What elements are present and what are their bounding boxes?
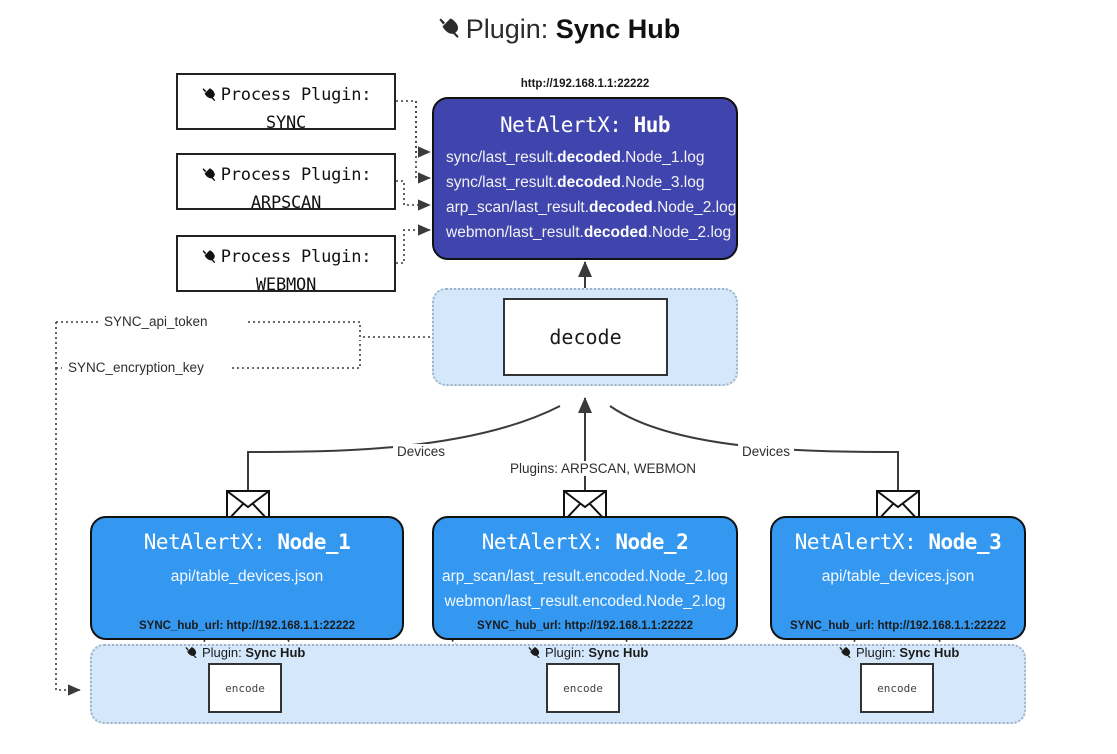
node-path-line: arp_scan/last_result.encoded.Node_2.log (441, 568, 729, 585)
devices-left-label: Devices (393, 444, 450, 459)
encode-plugin-label-3: Plugin: Sync Hub (838, 645, 959, 663)
title-prefix: Plugin: (465, 14, 556, 44)
node-path-line: api/table_devices.json (170, 568, 324, 585)
node-path-line: api/table_devices.json (821, 568, 975, 585)
process-plugin-name: WEBMON (255, 274, 317, 295)
encode-box-1[interactable]: encode (208, 663, 282, 713)
hub-log-line: arp_scan/last_result.decoded.Node_2.log (446, 199, 737, 217)
plug-icon (201, 86, 218, 111)
plug-icon (437, 15, 463, 48)
process-plugin-line1: Process Plugin: (178, 245, 394, 273)
node-hub-url: SYNC_hub_url: http://192.168.1.1:22222 (138, 620, 356, 632)
hub-title: NetAlertX: Hub (499, 113, 671, 137)
hub-url-label: http://192.168.1.1:22222 (520, 78, 650, 90)
node-hub-url: SYNC_hub_url: http://192.168.1.1:22222 (476, 620, 694, 632)
netalertx-node-2[interactable]: NetAlertX: Node_2 arp_scan/last_result.e… (432, 516, 738, 640)
process-plugin-webmon[interactable]: Process Plugin: WEBMON (176, 235, 396, 295)
devices-right-label: Devices (738, 444, 795, 459)
plug-icon (184, 645, 199, 663)
node-title: NetAlertX: Node_3 (794, 530, 1002, 554)
plugins-center-label: Plugins: ARPSCAN, WEBMON (506, 461, 701, 476)
hub-log-line: webmon/last_result.decoded.Node_2.log (446, 224, 732, 242)
node-hub-url: SYNC_hub_url: http://192.168.1.1:22222 (789, 620, 1007, 632)
node-line-list: api/table_devices.json (92, 564, 402, 589)
process-plugin-arpscan[interactable]: Process Plugin: ARPSCAN (176, 153, 396, 213)
netalertx-node-1[interactable]: NetAlertX: Node_1 api/table_devices.json… (90, 516, 404, 640)
encode-plugin-label-2: Plugin: Sync Hub (527, 645, 648, 663)
process-plugin-name: SYNC (265, 112, 307, 133)
node-line-list: api/table_devices.json (772, 564, 1024, 589)
decode-box[interactable]: decode (503, 298, 668, 376)
process-plugin-line1: Process Plugin: (178, 163, 394, 191)
sync-encryption-key-label: SYNC_encryption_key (64, 360, 208, 375)
node-title: NetAlertX: Node_1 (143, 530, 351, 554)
page-title: Plugin: Sync Hub (0, 14, 1117, 48)
plug-icon (527, 645, 542, 663)
hub-log-line: sync/last_result.decoded.Node_3.log (446, 174, 705, 192)
process-plugin-sync[interactable]: Process Plugin: SYNC (176, 73, 396, 133)
netalertx-node-3[interactable]: NetAlertX: Node_3 api/table_devices.json… (770, 516, 1026, 640)
hub-log-line: sync/last_result.decoded.Node_1.log (446, 149, 705, 166)
sync-api-token-label: SYNC_api_token (100, 314, 212, 329)
node-path-line: webmon/last_result.encoded.Node_2.log (444, 593, 726, 611)
node-line-list: arp_scan/last_result.encoded.Node_2.log … (434, 564, 736, 614)
plug-icon (838, 645, 853, 663)
title-name: Sync Hub (555, 14, 681, 44)
encode-plugin-label-1: Plugin: Sync Hub (184, 645, 305, 663)
process-plugin-line1: Process Plugin: (178, 83, 394, 111)
node-title: NetAlertX: Node_2 (481, 530, 689, 554)
hub-line-list: sync/last_result.decoded.Node_1.log sync… (434, 145, 736, 245)
plug-icon (201, 248, 218, 273)
encode-box-3[interactable]: encode (860, 663, 934, 713)
encode-box-2[interactable]: encode (546, 663, 620, 713)
process-plugin-name: ARPSCAN (250, 192, 322, 213)
plug-icon (201, 166, 218, 191)
hub-node[interactable]: NetAlertX: Hub sync/last_result.decoded.… (432, 97, 738, 260)
